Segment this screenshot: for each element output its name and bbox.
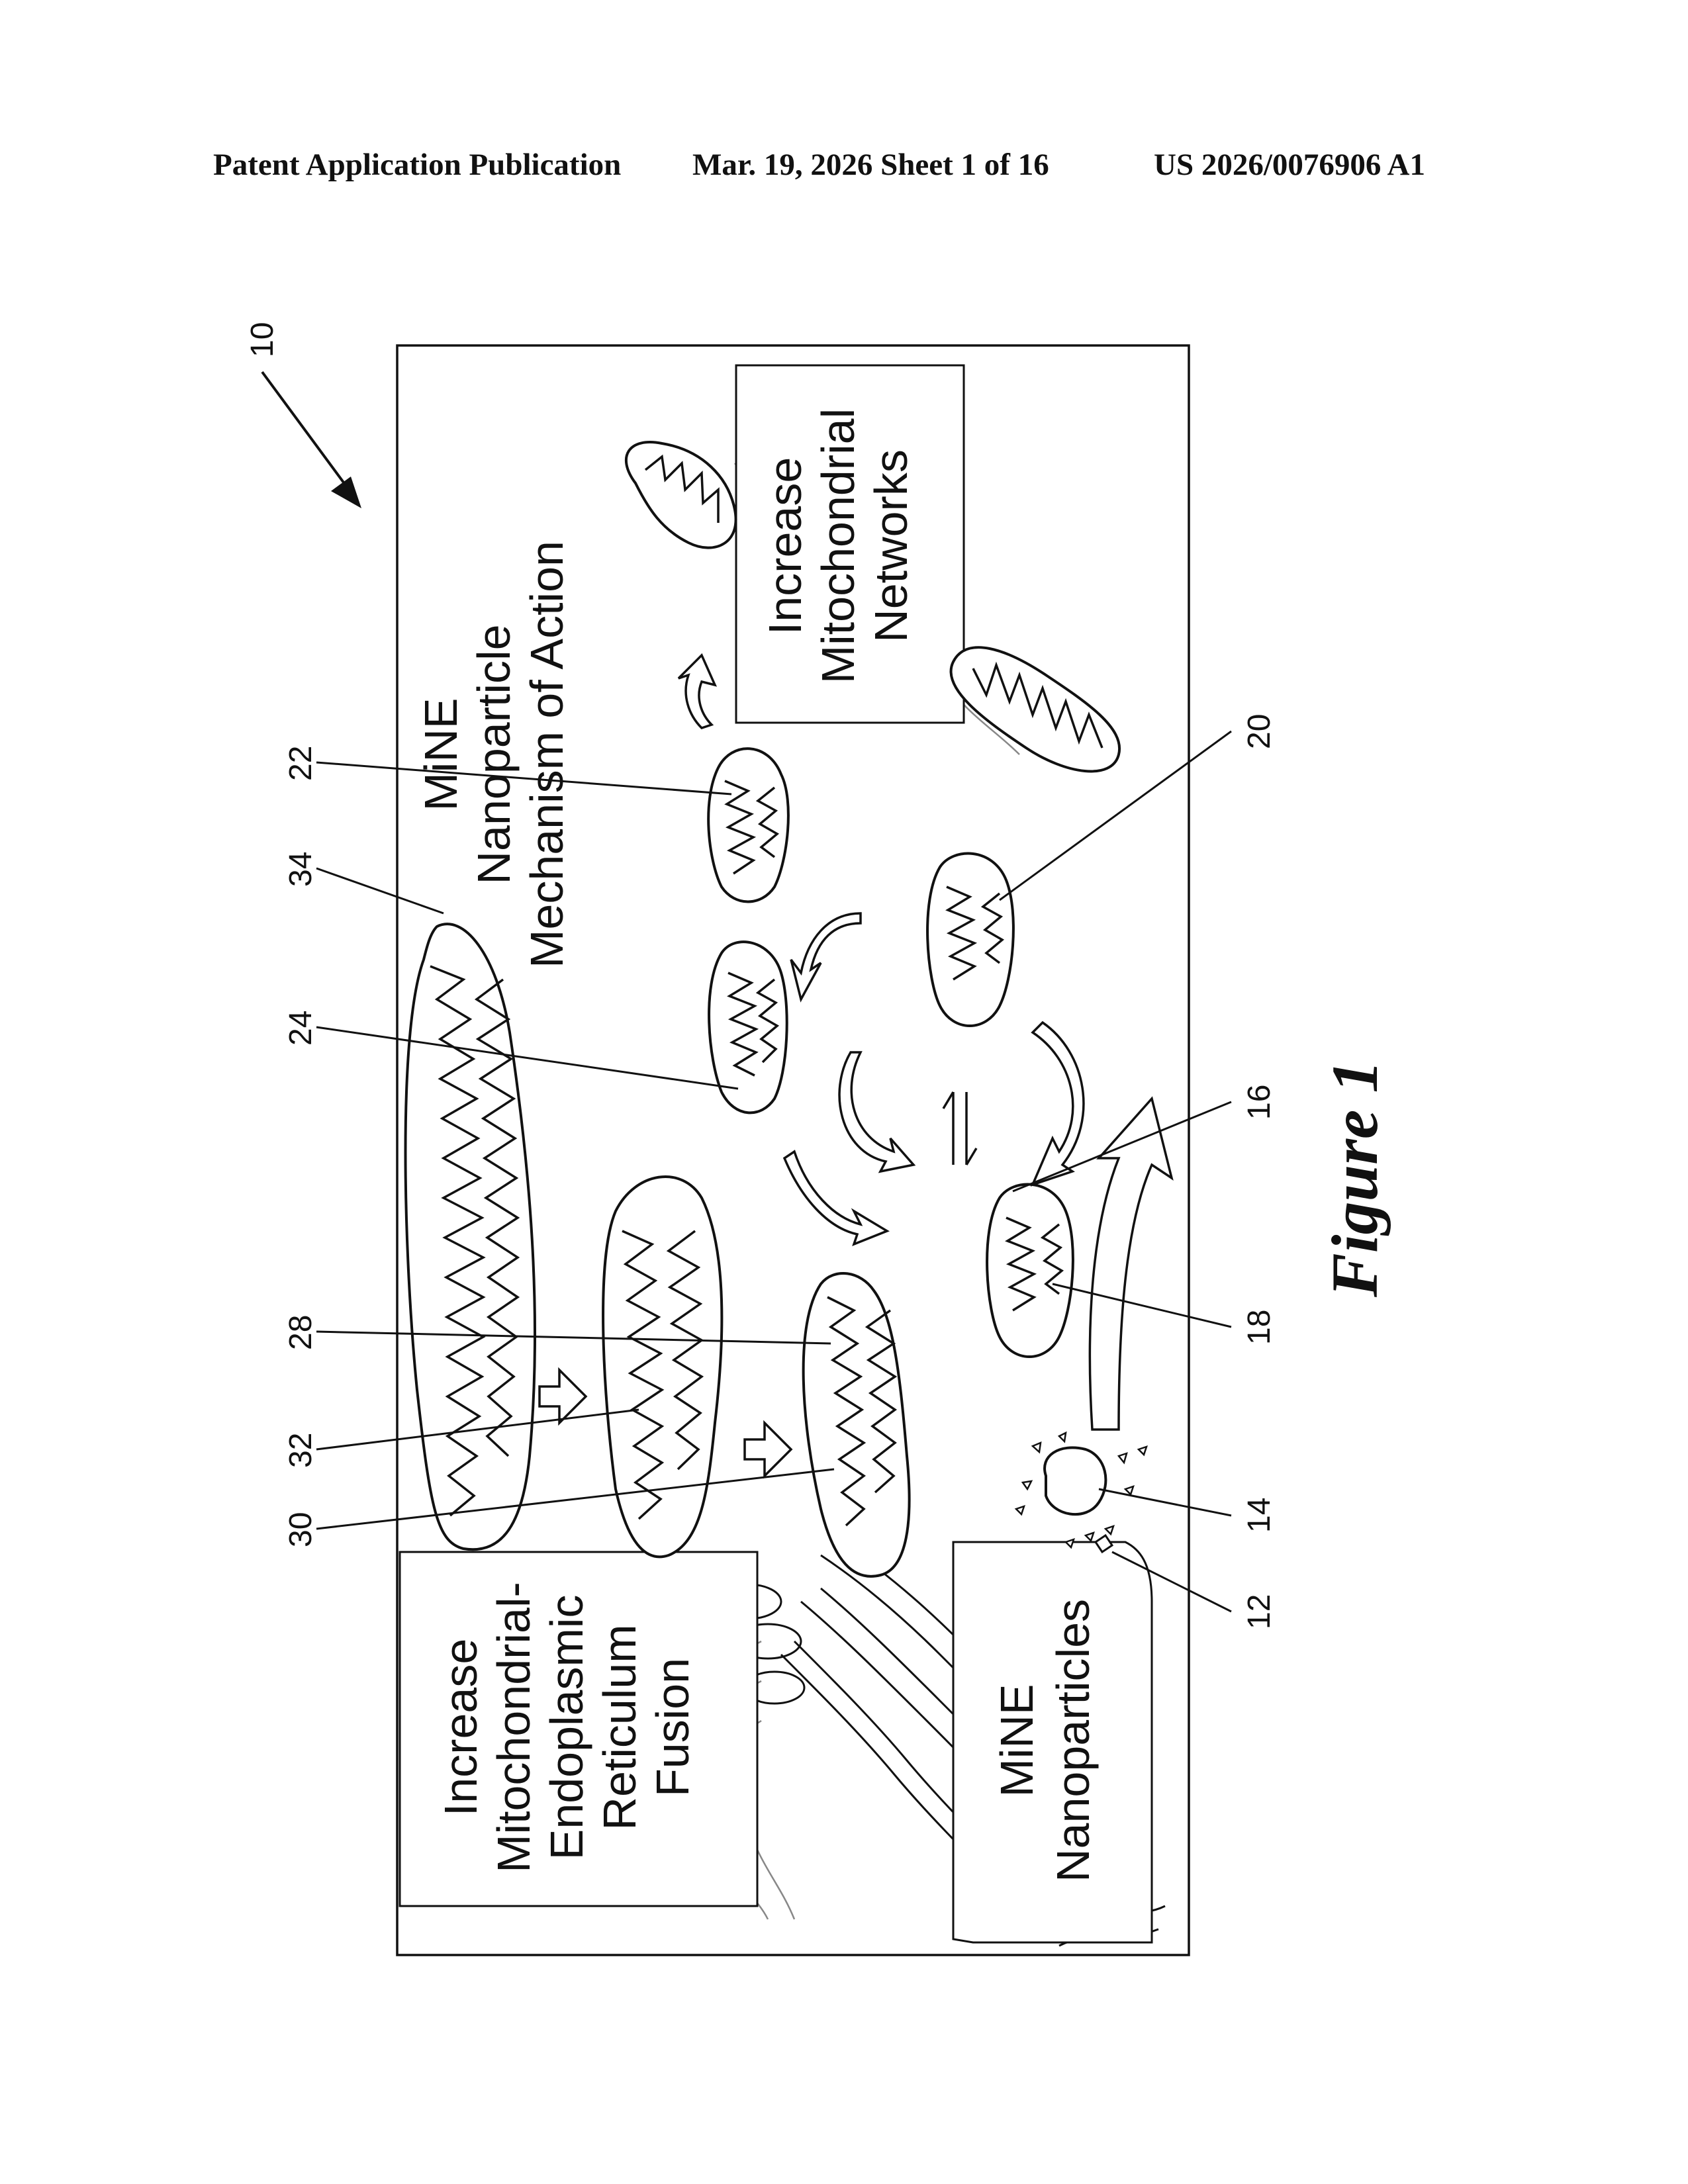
nano-line-2: Nanoparticles — [1047, 1599, 1099, 1882]
networks-line-3: Networks — [865, 449, 917, 643]
title-line-1: MiNE — [415, 698, 467, 811]
figure-pointer-arrow — [262, 372, 361, 508]
ref-numeral-32: 32 — [283, 1433, 318, 1468]
mitochondrion-20 — [927, 854, 1013, 1026]
title-line-2: Nanoparticle — [468, 625, 520, 885]
figure-caption: Figure 1 — [1318, 1060, 1391, 1298]
ref-numeral-30: 30 — [283, 1512, 318, 1547]
er-line-1: Increase — [435, 1639, 487, 1816]
mitochondrion-middle-large — [603, 1177, 722, 1557]
mitochondrion-22 — [708, 749, 788, 901]
er-line-3: Endoplasmic — [541, 1595, 592, 1860]
nanoparticle-14 — [1016, 1433, 1147, 1552]
networks-line-1: Increase — [759, 457, 811, 635]
ref-numeral-22: 22 — [283, 746, 318, 781]
nano-line-1: MiNE — [991, 1684, 1043, 1797]
ref-numeral-18: 18 — [1242, 1310, 1277, 1345]
er-line-4: Reticulum — [594, 1624, 645, 1830]
ref-numeral-28: 28 — [283, 1315, 318, 1350]
ref-numeral-12: 12 — [1242, 1594, 1277, 1629]
ref-numeral-24: 24 — [283, 1011, 318, 1046]
mitochondrion-18 — [987, 1185, 1073, 1357]
title-line-3: Mechanism of Action — [521, 541, 573, 968]
er-line-5: Fusion — [647, 1658, 698, 1797]
networks-line-2: Mitochondrial — [812, 408, 864, 684]
ref-numeral-20: 20 — [1242, 714, 1277, 749]
ref-numeral-10: 10 — [245, 322, 280, 357]
mitochondrion-28 — [804, 1273, 910, 1576]
title-label: MiNE Nanoparticle Mechanism of Action — [415, 541, 573, 968]
ref-numeral-34: 34 — [283, 852, 318, 887]
ref-numeral-14: 14 — [1242, 1498, 1277, 1533]
ref-numeral-16: 16 — [1242, 1085, 1277, 1120]
er-line-2: Mitochondrial- — [488, 1582, 539, 1873]
mitochondrion-34 — [406, 924, 536, 1549]
